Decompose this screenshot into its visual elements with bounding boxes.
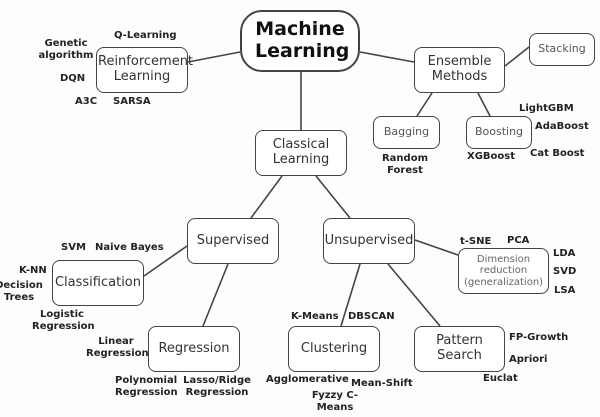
leaf-genetic-algorithm: Genetic algorithm [38,38,94,61]
leaf-linear-regression: Linear Regression [86,336,149,359]
edge-root-reinforcement [187,51,241,63]
leaf-lsa: LSA [554,285,576,296]
leaf-lda: LDA [553,248,576,259]
leaf-fp-growth: FP-Growth [509,332,569,343]
edge-classical-supervised [250,175,283,219]
leaf-adaboost: AdaBoost [535,121,589,132]
leaf-dbscan: DBSCAN [348,311,395,322]
leaf-lasso-ridge-regression: Lasso/Ridge Regression [183,375,251,398]
edge-unsupervised-dimension [414,239,459,256]
node-classical-learning: Classical Learning [255,130,347,176]
edge-root-ensemble [359,51,415,63]
leaf-dqn: DQN [60,73,86,84]
leaf-sarsa: SARSA [113,96,151,107]
node-label: Reinforcement Learning [98,54,194,84]
leaf-svd: SVD [553,266,577,277]
edge-ensemble-boosting [477,92,491,117]
leaf-k-means: K-Means [291,311,339,322]
leaf-k-nn: K-NN [19,265,47,276]
edge-ensemble-stacking [504,46,530,67]
leaf-a3c: A3C [75,96,98,107]
node-label: Dimension reduction (generalization) [463,253,544,288]
node-label: Ensemble Methods [427,54,492,84]
node-dimension-reduction: Dimension reduction (generalization) [458,248,549,294]
node-label: Regression [158,340,230,356]
leaf-svm: SVM [61,242,86,253]
node-supervised: Supervised [187,218,279,264]
node-clustering: Clustering [288,326,380,372]
leaf-mean-shift: Mean-Shift [351,378,413,389]
node-label: Classification [54,274,142,290]
leaf-decision-trees: Decision Trees [0,280,43,303]
leaf-euclat: Euclat [483,373,518,384]
node-label: Machine Learning [255,18,350,62]
node-pattern-search: Pattern Search [414,326,505,372]
leaf-agglomerative: Agglomerative [266,374,349,385]
leaf-xgboost: XGBoost [467,151,516,162]
node-stacking: Stacking [529,33,595,66]
node-label: Unsupervised [324,232,414,248]
node-reinforcement-learning: Reinforcement Learning [96,47,194,93]
node-classification: Classification [52,260,144,306]
edge-ensemble-bagging [416,92,433,117]
leaf-fyzzy-c-means: Fyzzy C-Means [311,390,359,413]
node-label: Supervised [196,232,270,248]
edge-supervised-classification [143,245,188,277]
node-ensemble-methods: Ensemble Methods [414,47,505,93]
leaf-random-forest: Random Forest [381,153,428,176]
leaf-q-learning: Q-Learning [114,30,177,41]
node-regression: Regression [148,326,240,372]
edge-classical-unsupervised [315,175,351,219]
leaf-apriori: Apriori [509,354,548,365]
node-bagging: Bagging [373,116,440,149]
edge-supervised-regression [202,263,229,327]
node-label: Boosting [474,125,524,139]
leaf-polynomial-regression: Polynomial Regression [115,375,178,398]
leaf-t-sne: t-SNE [460,236,492,247]
node-machine-learning: Machine Learning [240,10,360,72]
node-unsupervised: Unsupervised [323,218,415,264]
leaf-lightgbm: LightGBM [519,103,574,114]
node-label: Stacking [538,42,586,56]
node-label: Bagging [383,125,430,139]
leaf-logistic-regression: Logistic Regression [32,309,95,332]
edge-unsupervised-pattern [387,263,441,327]
leaf-pca: PCA [507,235,530,246]
node-label: Classical Learning [272,137,330,167]
leaf-naive-bayes: Naive Bayes [95,242,164,253]
node-boosting: Boosting [466,116,532,149]
edge-unsupervised-clustering [340,263,361,327]
node-label: Clustering [300,340,368,356]
node-label: Pattern Search [436,333,483,363]
leaf-cat-boost: Cat Boost [530,148,585,159]
